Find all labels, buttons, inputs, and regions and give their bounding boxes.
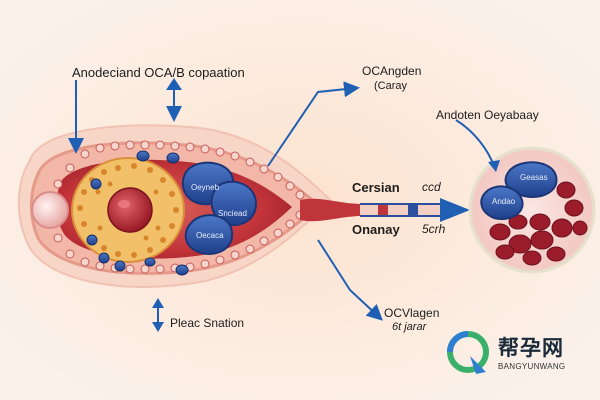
right-pointer-head <box>488 160 500 172</box>
label-top-middle-1: OCAngden <box>362 64 422 78</box>
label-right-title: Andoten Oeyabaay <box>436 108 539 122</box>
right-cell-circle <box>468 146 596 274</box>
label-right-cell-2: Andao <box>492 197 516 206</box>
label-bottom-left: Pleac Snation <box>170 316 245 330</box>
label-top-left: Anodeciand OCA/B copaation <box>72 65 245 80</box>
ovum-highlight <box>118 200 130 208</box>
logo-english-text: BANGYUNWANG <box>498 362 566 371</box>
label-bottom-middle-1: OCVlagen <box>384 306 440 320</box>
small-oocyte <box>31 191 69 229</box>
up-arrowhead <box>152 298 164 308</box>
label-inner-cell-3: Oecaca <box>196 231 224 240</box>
duct-tube <box>360 204 440 216</box>
ovum <box>107 187 153 233</box>
cumulus-granules <box>77 163 179 258</box>
label-bottom-middle-2: 6t jarar <box>392 321 427 333</box>
label-right-cell-1: Geasas <box>520 173 548 182</box>
top-arrow-cap <box>166 78 182 90</box>
duct-band-1 <box>378 204 388 216</box>
label-center-right-top: ccd <box>422 180 441 194</box>
label-center-left-bottom: Onanay <box>352 222 400 237</box>
down-arrowhead <box>152 322 164 332</box>
logo-chinese-text: 帮孕网 <box>498 336 564 360</box>
blue-cell-cluster <box>181 161 258 255</box>
label-top-middle-2: (Caray <box>374 80 408 92</box>
blue-granulosa-cells <box>86 150 189 276</box>
granulosa-cells <box>47 140 305 274</box>
duct <box>300 198 360 222</box>
label-inner-cell-2: Snciead <box>218 209 247 218</box>
site-logo[interactable]: 帮孕网 BANGYUNWANG <box>446 330 596 376</box>
q-logo-icon <box>447 331 489 374</box>
label-center-left-top: Cersian <box>352 180 400 195</box>
label-center-right-bottom: 5crh <box>422 222 446 236</box>
label-inner-cell-1: Oeyneb <box>191 183 220 192</box>
pointer-arrows <box>68 80 383 330</box>
duct-arrowhead <box>440 198 470 222</box>
right-blue-cells <box>480 161 558 220</box>
right-red-cells <box>489 181 588 266</box>
duct-band-2 <box>408 204 418 216</box>
